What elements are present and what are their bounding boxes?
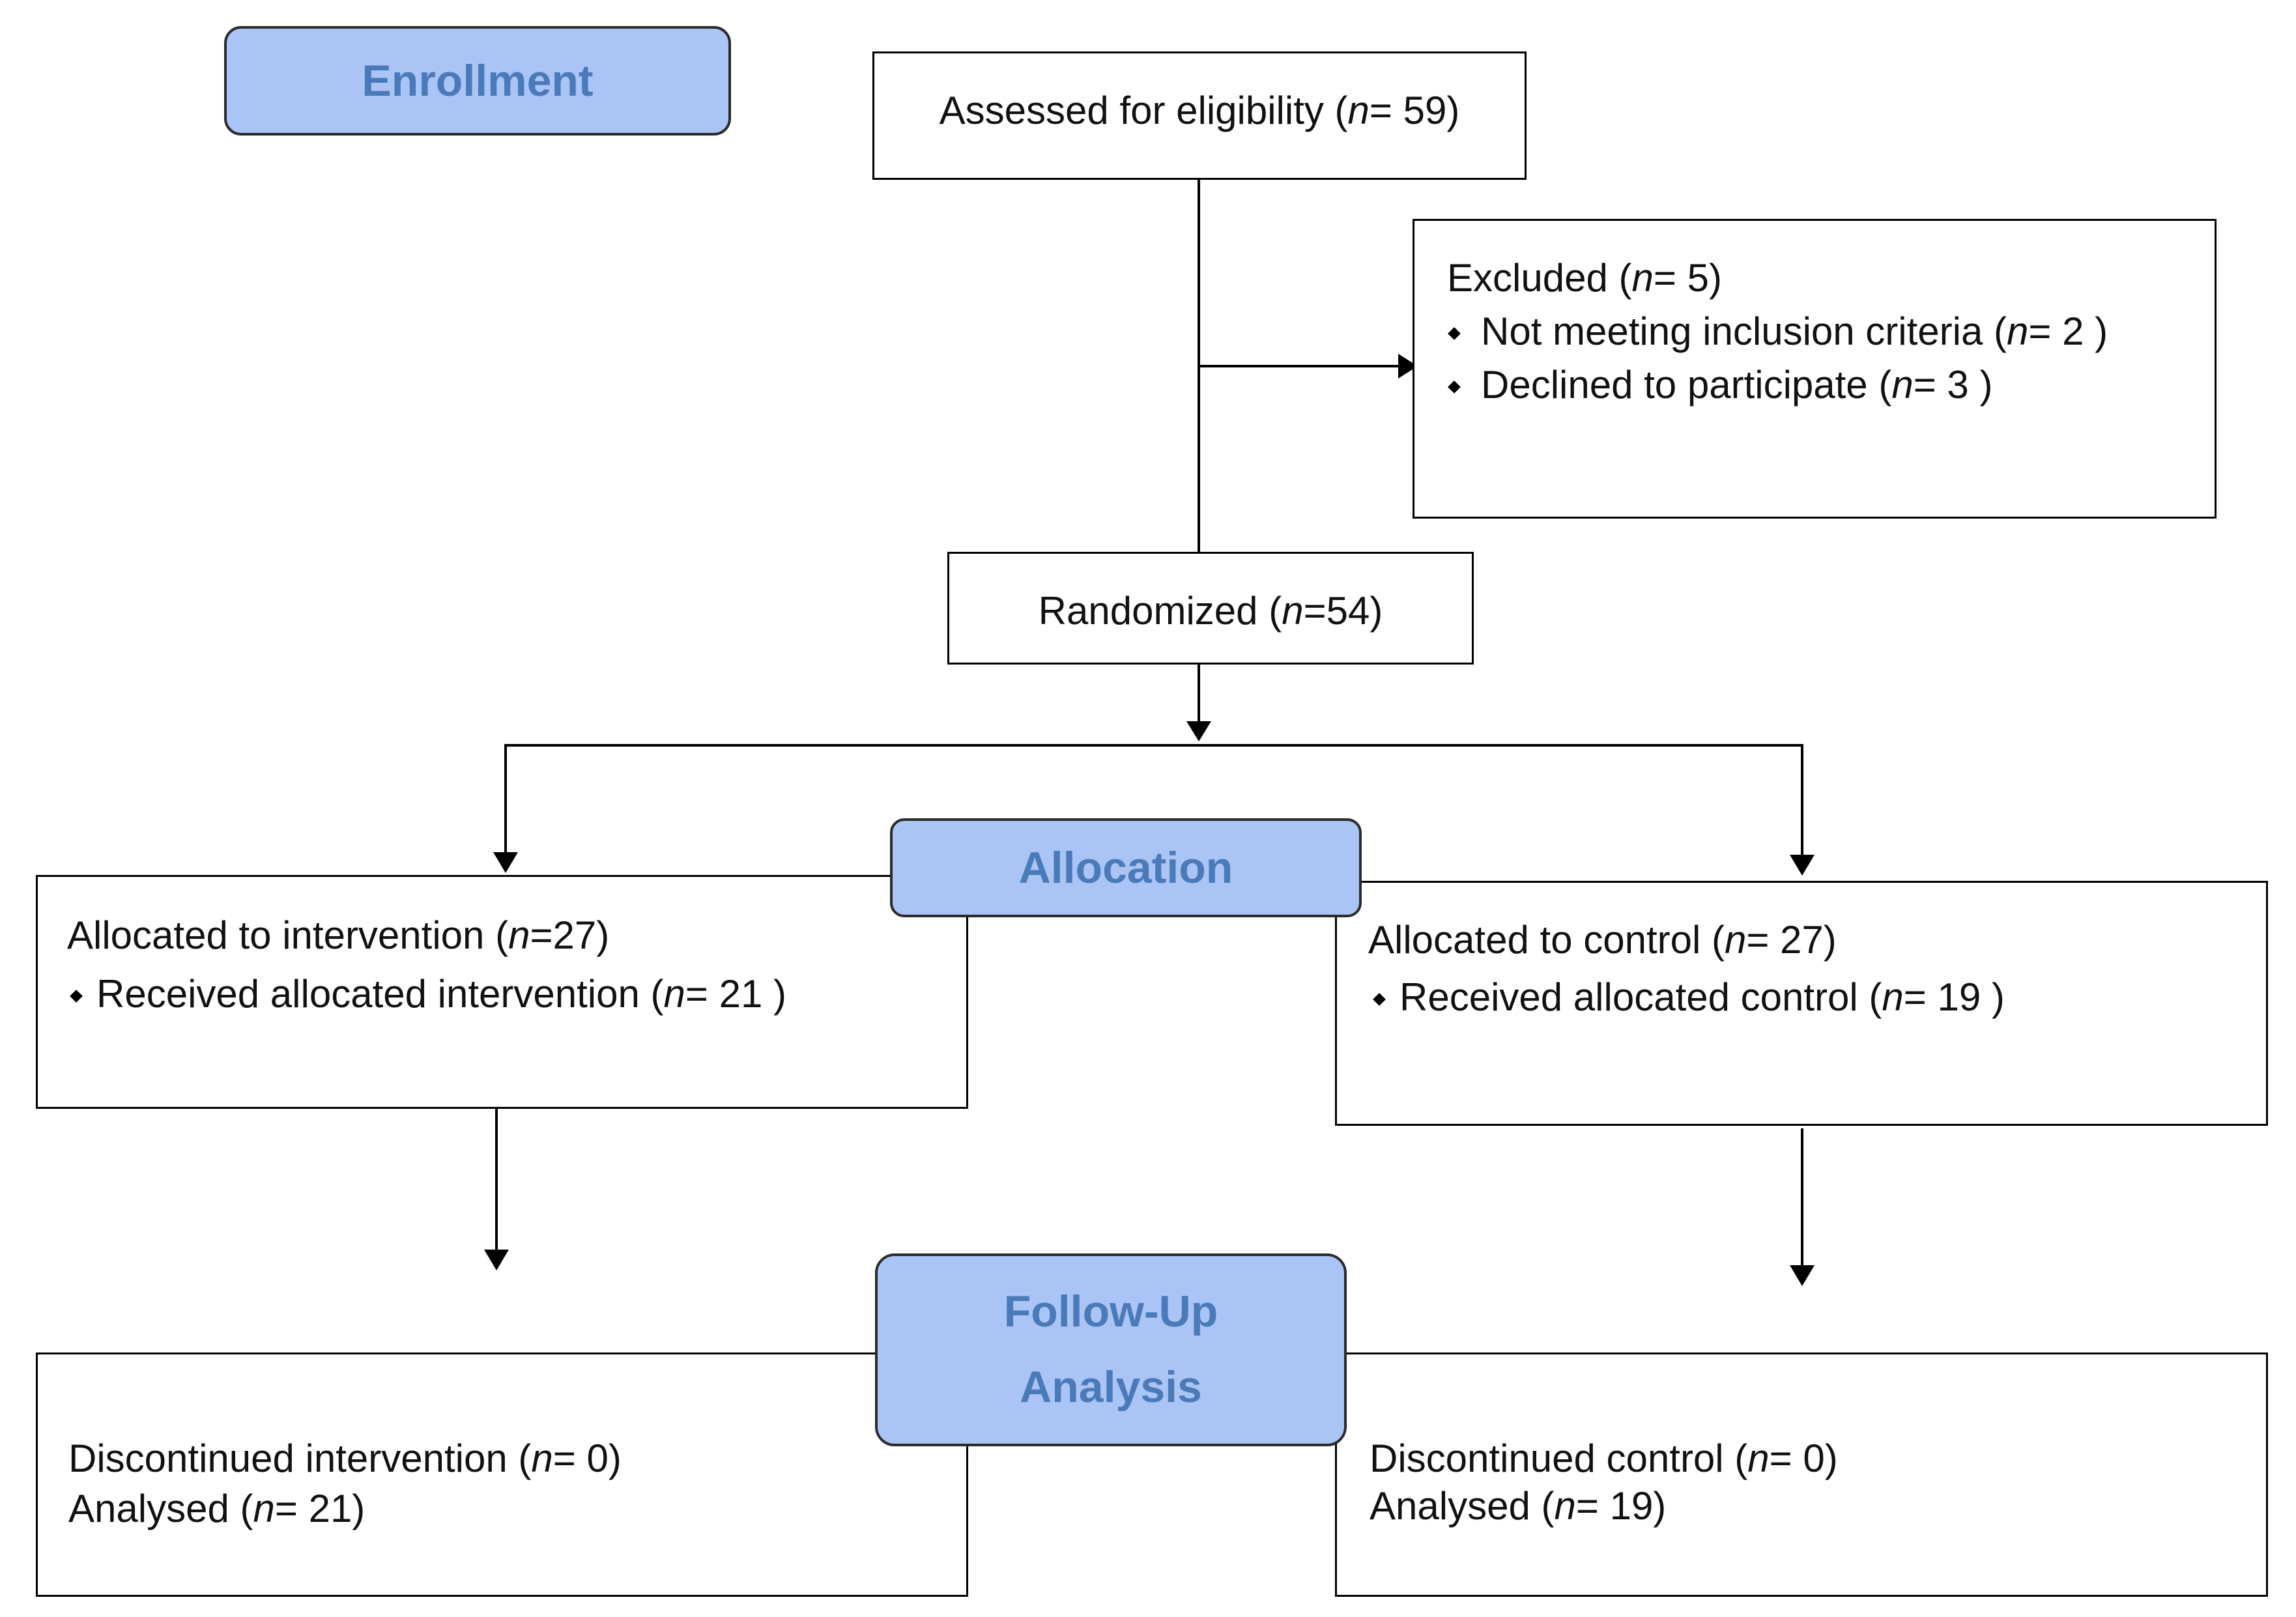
arrow-to-intervention: [493, 852, 518, 873]
control-allocation-box: Allocated to control (n= 27) Received al…: [1335, 881, 2268, 1126]
control-analysed-text: Analysed (n= 19): [1370, 1484, 1667, 1528]
control-received-text: Received allocated control (n= 19 ): [1373, 978, 2005, 1017]
intervention-received-text: Received allocated intervention (n= 21 ): [70, 975, 786, 1014]
excluded-item-declined: Declined to participate (n= 3 ): [1448, 365, 1992, 405]
followup-label: Follow-Up: [1003, 1287, 1218, 1337]
intervention-allocation-box: Allocated to intervention (n=27) Receive…: [36, 875, 968, 1109]
arrow-to-excluded: [1398, 354, 1418, 379]
enrollment-label: Enrollment: [362, 55, 594, 106]
followup-analysis-stage-label: Follow-Up Analysis: [875, 1253, 1347, 1446]
control-allocated-text: Allocated to control (n= 27): [1368, 918, 1837, 962]
assessed-text: Assessed for eligibility (n= 59): [939, 89, 1460, 132]
intervention-allocated-text: Allocated to intervention (n=27): [67, 913, 610, 957]
excluded-box: Excluded (n= 5) Not meeting inclusion cr…: [1413, 219, 2217, 519]
randomized-text: Randomized (n=54): [1038, 589, 1383, 633]
arrow-to-control: [1790, 855, 1815, 876]
bullet-diamond-icon: [1373, 993, 1386, 1006]
intervention-discontinued-text: Discontinued intervention (n= 0): [68, 1437, 622, 1480]
control-discontinued-text: Discontinued control (n= 0): [1370, 1437, 1838, 1480]
bullet-diamond-icon: [1448, 327, 1461, 340]
arrow-randomized-split: [1186, 721, 1211, 741]
allocation-label: Allocation: [1018, 842, 1233, 893]
arrow-intervention-followup: [484, 1250, 509, 1270]
intervention-analysis-box: Discontinued intervention (n= 0) Analyse…: [36, 1352, 968, 1597]
analysis-label: Analysis: [1020, 1362, 1202, 1412]
bullet-diamond-icon: [1448, 380, 1461, 394]
arrow-control-followup: [1790, 1265, 1815, 1286]
enrollment-stage-label: Enrollment: [224, 26, 731, 136]
allocation-stage-label: Allocation: [890, 818, 1362, 917]
bullet-diamond-icon: [70, 990, 83, 1003]
excluded-title: Excluded (n= 5): [1447, 256, 1722, 300]
control-analysis-box: Discontinued control (n= 0) Analysed (n=…: [1335, 1352, 2268, 1597]
excluded-item-not-meeting: Not meeting inclusion criteria (n= 2 ): [1448, 312, 2108, 351]
randomized-box: Randomized (n=54): [947, 552, 1474, 665]
intervention-analysed-text: Analysed (n= 21): [68, 1487, 366, 1530]
assessed-box: Assessed for eligibility (n= 59): [872, 51, 1527, 180]
